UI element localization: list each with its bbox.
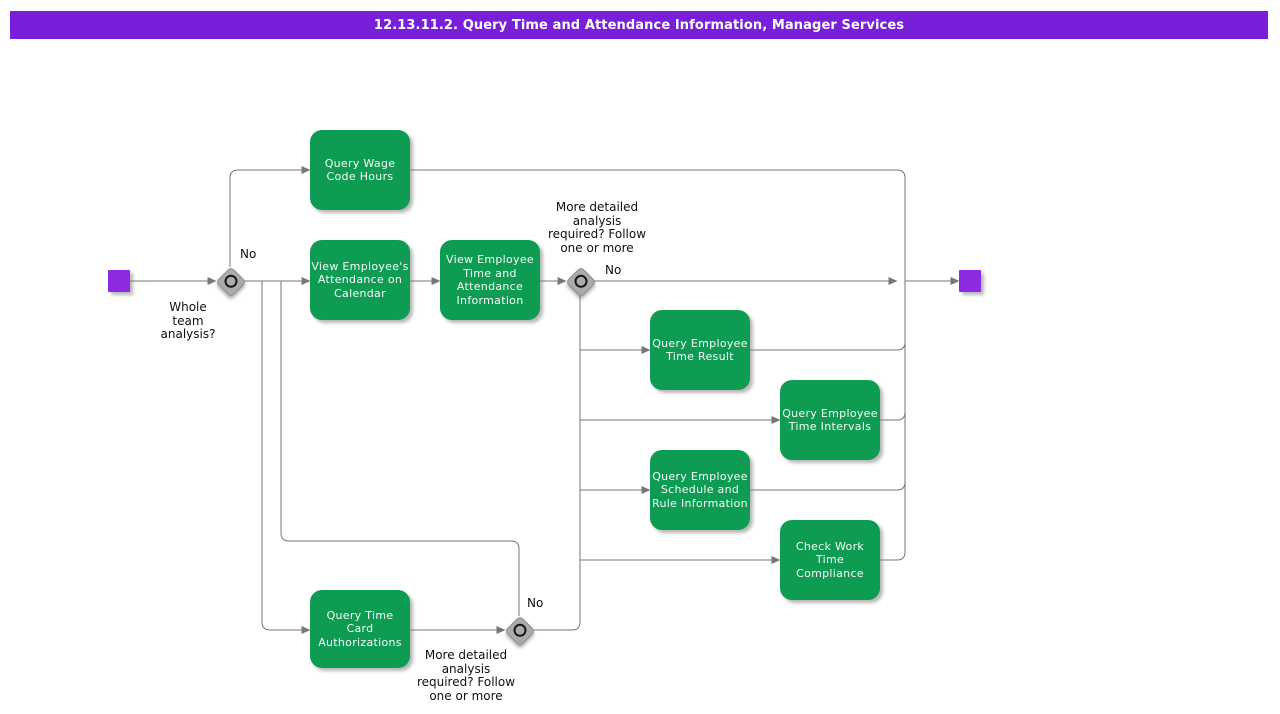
end-node [959, 270, 981, 292]
activity-label: Query Wage Code Hours [324, 156, 396, 184]
activity-check-work-time-compliance: Check Work Time Compliance [780, 520, 880, 600]
activity-query-wage-code-hours: Query Wage Code Hours [310, 130, 410, 210]
activity-label: Query Employee Schedule and Rule Informa… [652, 469, 748, 510]
merge-circle-icon [221, 271, 241, 290]
decision-label-more-detailed-bottom: More detailed analysis required? Follow … [416, 648, 516, 703]
edge-label-no-top: No [240, 247, 257, 261]
activity-view-employees-attendance-on-calendar: View Employee's Attendance on Calendar [310, 240, 410, 320]
merge-circle-icon [571, 271, 591, 290]
decision-label-whole-team-analysis: Whole team analysis? [160, 300, 216, 341]
decision-label-more-detailed-top: More detailed analysis required? Follow … [547, 200, 647, 255]
activity-query-time-card-authorizations: Query Time Card Authorizations [310, 590, 410, 668]
activity-label: Check Work Time Compliance [795, 539, 865, 580]
diagram-title: 12.13.11.2. Query Time and Attendance In… [373, 17, 905, 33]
activity-label: View Employee's Attendance on Calendar [311, 259, 409, 300]
activity-view-employee-time-and-attendance-information: View Employee Time and Attendance Inform… [440, 240, 540, 320]
activity-label: Query Employee Time Intervals [782, 406, 878, 434]
edge-label-no-bottom: No [527, 596, 544, 610]
start-node [108, 270, 130, 292]
activity-query-employee-schedule-and-rule-information: Query Employee Schedule and Rule Informa… [650, 450, 750, 530]
edge-label-no-middle: No [605, 263, 622, 277]
activity-label: Query Time Card Authorizations [318, 608, 402, 649]
activity-query-employee-time-result: Query Employee Time Result [650, 310, 750, 390]
activity-label: Query Employee Time Result [652, 336, 748, 364]
activity-query-employee-time-intervals: Query Employee Time Intervals [780, 380, 880, 460]
merge-circle-icon [510, 620, 530, 639]
diagram-title-bar: 12.13.11.2. Query Time and Attendance In… [10, 11, 1268, 39]
activity-label: View Employee Time and Attendance Inform… [446, 253, 534, 307]
